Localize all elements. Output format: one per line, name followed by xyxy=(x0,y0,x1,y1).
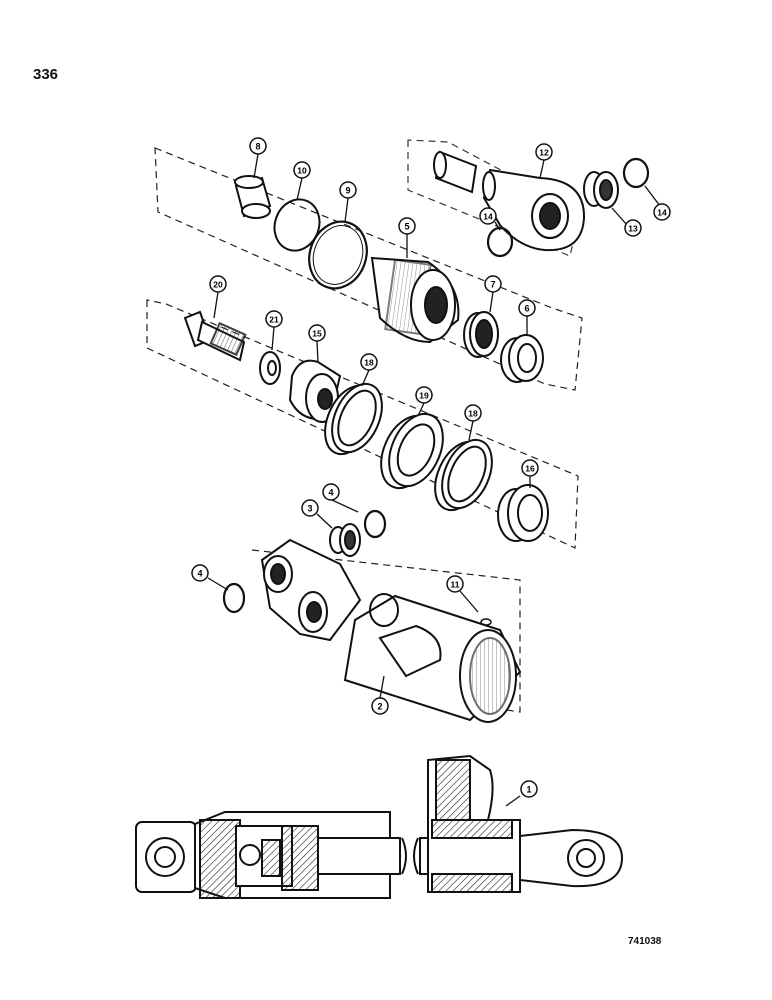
callout-9: 9 xyxy=(339,181,357,199)
part-1-assembled-cylinder xyxy=(135,754,624,899)
part-2-barrel xyxy=(260,538,522,723)
callout-6: 6 xyxy=(518,299,536,317)
callout-13: 13 xyxy=(624,219,642,237)
callout-18-lower: 18 xyxy=(464,404,482,422)
piston-group-outline xyxy=(146,299,579,549)
part-9-o-ring xyxy=(308,220,368,290)
part-14-snap-rings-upper xyxy=(486,157,650,258)
part-3-bushing xyxy=(329,523,361,557)
callout-14-upper-left: 14 xyxy=(479,207,497,225)
svg-text:7: 7 xyxy=(490,280,495,290)
svg-text:6: 6 xyxy=(524,304,529,314)
svg-text:16: 16 xyxy=(525,464,535,474)
svg-text:19: 19 xyxy=(419,391,429,401)
callout-3: 3 xyxy=(301,499,319,517)
svg-text:21: 21 xyxy=(269,315,279,325)
part-19-piston xyxy=(380,412,444,490)
callout-19: 19 xyxy=(415,386,433,404)
svg-text:5: 5 xyxy=(404,222,409,232)
svg-text:4: 4 xyxy=(197,569,202,579)
svg-text:14: 14 xyxy=(657,208,667,218)
svg-text:14: 14 xyxy=(483,212,493,222)
rod-end-group-outline xyxy=(407,139,581,257)
part-21-washer xyxy=(259,351,281,385)
svg-text:11: 11 xyxy=(451,580,460,590)
callout-12: 12 xyxy=(535,143,553,161)
svg-text:20: 20 xyxy=(213,280,223,290)
callout-14-upper-right: 14 xyxy=(653,203,671,221)
leader-lines xyxy=(207,153,661,807)
part-18-ring-upper xyxy=(324,382,383,456)
svg-text:8: 8 xyxy=(255,142,260,152)
part-18-ring-lower xyxy=(434,438,493,512)
callout-18-upper: 18 xyxy=(360,353,378,371)
part-4-snap-rings xyxy=(222,509,387,614)
callout-16: 16 xyxy=(521,459,539,477)
callout-21: 21 xyxy=(265,310,283,328)
part-12-rod-eye xyxy=(433,150,586,252)
figure-code: 741038 xyxy=(628,936,662,947)
gland-group-outline xyxy=(154,147,583,391)
callout-2: 2 xyxy=(371,697,389,715)
svg-text:15: 15 xyxy=(312,329,322,339)
part-6-wiper xyxy=(500,334,544,383)
callout-11: 11 xyxy=(446,575,464,593)
callout-20: 20 xyxy=(209,275,227,293)
svg-text:18: 18 xyxy=(468,409,478,419)
callout-4-upper: 4 xyxy=(322,483,340,501)
svg-text:2: 2 xyxy=(377,702,382,712)
svg-text:18: 18 xyxy=(364,358,374,368)
callout-15: 15 xyxy=(308,324,326,342)
part-10-ring xyxy=(273,198,321,252)
svg-text:1: 1 xyxy=(526,785,531,795)
svg-text:13: 13 xyxy=(628,224,638,234)
callout-7: 7 xyxy=(484,275,502,293)
part-16-wear-ring xyxy=(497,484,549,542)
svg-text:9: 9 xyxy=(345,186,350,196)
svg-text:12: 12 xyxy=(539,148,549,158)
part-13-bushing xyxy=(583,171,619,209)
callout-8: 8 xyxy=(249,137,267,155)
svg-text:4: 4 xyxy=(328,488,333,498)
svg-text:3: 3 xyxy=(307,504,312,514)
callout-5: 5 xyxy=(398,217,416,235)
part-7-seal xyxy=(463,311,499,358)
callout-4-lower: 4 xyxy=(191,564,209,582)
part-20-bolt xyxy=(183,310,247,362)
svg-text:10: 10 xyxy=(297,166,307,176)
page-number: 336 xyxy=(33,66,59,83)
callout-10: 10 xyxy=(293,161,311,179)
part-8-bushing xyxy=(234,175,272,219)
part-5-gland xyxy=(370,256,460,344)
callout-1: 1 xyxy=(520,780,538,798)
